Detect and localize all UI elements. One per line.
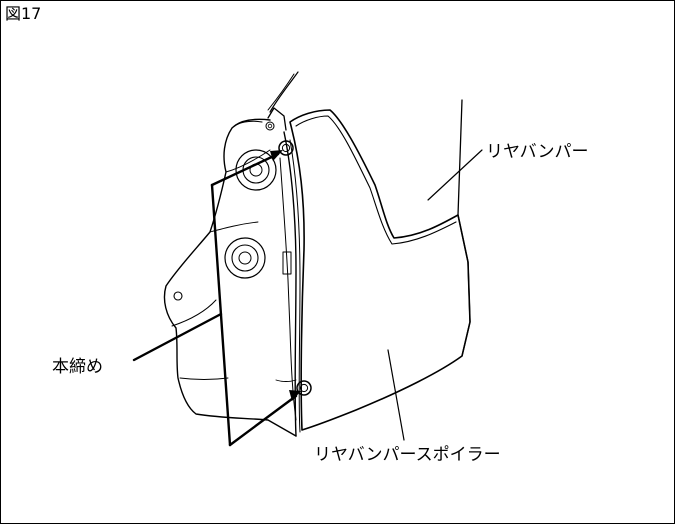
- arrow-head-lower: [289, 390, 301, 401]
- final-tighten-bracket: [132, 152, 298, 447]
- label-final-tighten: 本締め: [52, 357, 103, 377]
- spoiler-panel: [283, 109, 471, 437]
- inner-bracket: [163, 107, 297, 437]
- label-rear-bumper: リヤバンパー: [486, 142, 589, 162]
- label-rear-bumper-spoiler: リヤバンパースポイラー: [314, 445, 501, 465]
- mount-lower: [224, 237, 266, 279]
- rear-bumper-outline: [457, 99, 471, 357]
- rear-bumper-leader: [427, 149, 483, 201]
- arrow-head-upper: [270, 150, 283, 161]
- figure-label: 図17: [5, 4, 42, 23]
- screw-upper: [278, 140, 294, 156]
- screw-lower: [296, 380, 312, 396]
- spoiler-leader: [387, 349, 405, 441]
- wire: [267, 71, 299, 113]
